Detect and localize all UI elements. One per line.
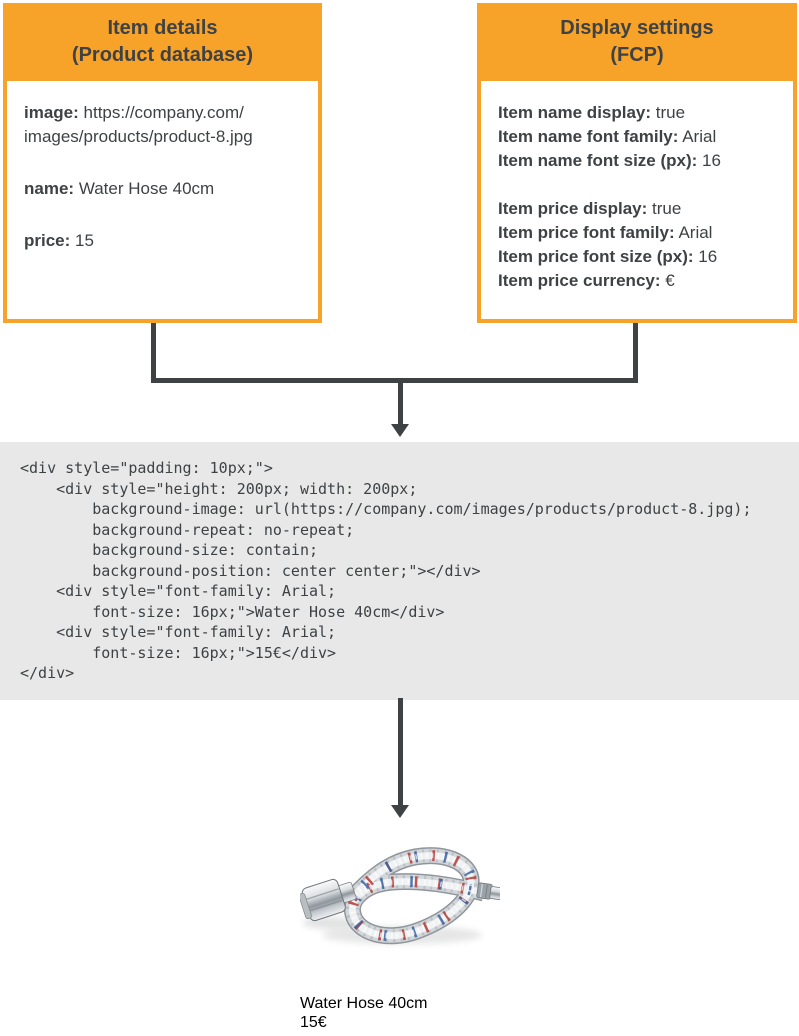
- setting-price-display: Item price display: true: [498, 197, 779, 221]
- code-line: <div style="padding: 10px;">: [20, 459, 273, 477]
- setting-value: true: [655, 103, 686, 122]
- hose-end-fitting: [476, 882, 500, 901]
- item-name-settings-group: Item name display: true Item name font f…: [498, 101, 779, 173]
- setting-name-display: Item name display: true: [498, 101, 779, 125]
- field-image: image: https://company.com/ images/produ…: [24, 101, 304, 149]
- setting-name-font-size: Item name font size (px): 16: [498, 149, 779, 173]
- rendered-product-image: [300, 798, 500, 998]
- item-details-body: image: https://company.com/ images/produ…: [3, 81, 322, 323]
- rendered-item-name: Water Hose 40cm: [300, 995, 428, 1012]
- field-price-label: price:: [24, 231, 71, 250]
- display-settings-title-line1: Display settings: [560, 17, 714, 39]
- setting-name-font-family: Item name font family: Arial: [498, 125, 779, 149]
- rendered-item-price: 15€: [300, 1014, 327, 1031]
- setting-label: Item name font family:: [498, 127, 679, 146]
- item-details-box: Item details (Product database) image: h…: [3, 3, 322, 323]
- item-details-title-line2: (Product database): [71, 44, 254, 66]
- setting-value: 16: [698, 247, 718, 266]
- setting-value: Arial: [678, 223, 713, 242]
- display-settings-body: Item name display: true Item name font f…: [477, 81, 797, 323]
- generated-html-code-block: <div style="padding: 10px;"> <div style=…: [0, 442, 799, 700]
- code-line: background-repeat: no-repeat;: [20, 520, 355, 539]
- setting-price-font-family: Item price font family: Arial: [498, 221, 779, 245]
- code-line: background-position: center center;"></d…: [20, 561, 481, 580]
- connector-left-vertical-line: [151, 323, 156, 383]
- field-price: price: 15: [24, 229, 304, 253]
- setting-value: Arial: [682, 127, 717, 146]
- arrow-down-icon: [391, 805, 409, 818]
- display-settings-box: Display settings (FCP) Item name display…: [477, 3, 797, 323]
- arrow-down-icon: [391, 424, 409, 437]
- code-line: background-image: url(https://company.co…: [20, 500, 752, 518]
- setting-label: Item price display:: [498, 199, 648, 218]
- item-details-header: Item details (Product database): [3, 3, 322, 81]
- code-line: <div style="height: 200px; width: 200px;: [20, 479, 418, 498]
- field-name-label: name:: [24, 179, 75, 198]
- code-line: <div style="font-family: Arial;: [20, 582, 337, 600]
- connector-output-vertical-line: [398, 698, 403, 806]
- setting-value: 16: [702, 151, 721, 170]
- display-settings-title-line2: (FCP): [610, 44, 664, 66]
- connector-horizontal-line: [151, 378, 638, 383]
- item-details-title-line1: Item details: [107, 17, 218, 39]
- code-line: font-size: 16px;">Water Hose 40cm</div>: [20, 602, 445, 621]
- hose-nut-fitting: [300, 878, 357, 922]
- connector-center-vertical-line: [398, 380, 403, 425]
- setting-value: €: [665, 271, 675, 290]
- setting-value: true: [652, 199, 682, 218]
- setting-label: Item name font size (px):: [498, 151, 698, 170]
- field-price-value: 15: [75, 231, 94, 250]
- setting-label: Item price font family:: [498, 223, 675, 242]
- setting-price-currency: Item price currency: €: [498, 269, 779, 293]
- setting-price-font-size: Item price font size (px): 16: [498, 245, 779, 269]
- braided-hose: [344, 847, 487, 945]
- item-price-settings-group: Item price display: true Item price font…: [498, 197, 779, 293]
- code-pre: <div style="padding: 10px;"> <div style=…: [20, 458, 799, 684]
- field-image-label: image:: [24, 103, 79, 122]
- code-line: background-size: contain;: [20, 541, 319, 559]
- display-settings-header: Display settings (FCP): [477, 3, 797, 81]
- connector-right-vertical-line: [633, 323, 638, 383]
- rendered-output-text: Water Hose 40cm 15€: [300, 994, 530, 1032]
- field-image-value: https://company.com/ images/products/pro…: [24, 103, 253, 146]
- setting-label: Item name display:: [498, 103, 652, 122]
- field-name-value: Water Hose 40cm: [78, 179, 215, 198]
- code-line: font-size: 16px;">15€</div>: [20, 643, 337, 662]
- field-name: name: Water Hose 40cm: [24, 177, 304, 201]
- code-line: </div>: [20, 664, 75, 682]
- water-hose-product-photo: [300, 847, 500, 945]
- code-line: <div style="font-family: Arial;: [20, 623, 337, 641]
- setting-label: Item price font size (px):: [498, 247, 694, 266]
- setting-label: Item price currency:: [498, 271, 661, 290]
